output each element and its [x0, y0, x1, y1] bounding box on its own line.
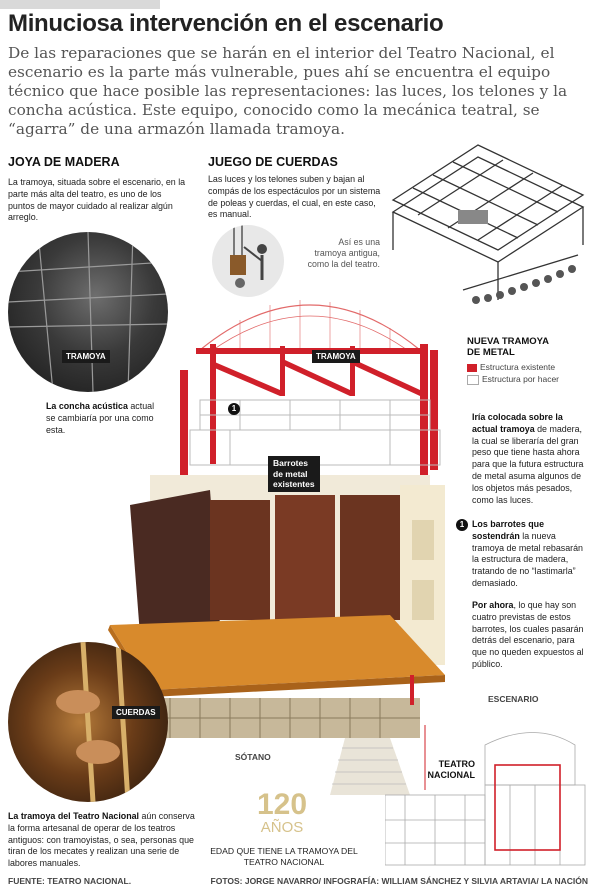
ahora-text: Por ahora, lo que hay son cuatro previst…: [472, 600, 584, 669]
proscenium-ornament: [412, 580, 434, 620]
acoustic-panel: [340, 495, 400, 620]
dome-arch: [199, 304, 421, 351]
white-scaffolding: [189, 399, 441, 466]
photo-hand: [56, 690, 100, 714]
red-steel-frame: [180, 344, 438, 490]
counterweight: [230, 255, 246, 275]
legend: Estructura existente Estructura por hace…: [467, 361, 559, 385]
joya-text: La tramoya, situada sobre el escenario, …: [8, 177, 186, 223]
footer-source: FUENTE: TEATRO NACIONAL.: [8, 876, 132, 886]
sotano-label: SÓTANO: [235, 752, 271, 762]
teatro-label: TEATRO NACIONAL: [427, 759, 476, 780]
proscenium-ornament: [412, 520, 434, 560]
photo-hand: [76, 740, 120, 764]
cuerdas-photo-tag: CUERDAS: [112, 706, 160, 719]
legend-heading: NUEVA TRAMOYA DE METAL: [467, 336, 549, 358]
dome-ribs: [239, 300, 391, 352]
barrotes-note-text: Los barrotes que sostendrán la nueva tra…: [472, 519, 583, 588]
photo-ropes: [80, 642, 131, 802]
stairs: [330, 738, 410, 795]
juego-text: Las luces y los telones suben y bajan al…: [208, 174, 381, 220]
legend-item-to-build: Estructura por hacer: [467, 373, 559, 385]
diagram-tramoya-tag: TRAMOYA: [312, 350, 360, 363]
legend-swatch: [467, 374, 479, 385]
winch-drum: [458, 210, 488, 224]
acoustic-shell-left: [130, 490, 220, 635]
pulleys: [472, 265, 576, 304]
tramoya-photo: [8, 232, 168, 392]
barrotes-label: Barrotes de metal existentes: [268, 456, 320, 492]
acoustic-panel: [275, 495, 335, 620]
stat-value: 120: [256, 788, 308, 821]
footer-credits: FOTOS: JORGE NAVARRO/ INFOGRAFÍA: WILLIA…: [210, 876, 588, 886]
escenario-label: ESCENARIO: [488, 694, 539, 704]
iria-text: Iría colocada sobre la actual tramoya de…: [472, 412, 584, 505]
pulley-illustration: [212, 225, 284, 297]
juego-heading: JUEGO DE CUERDAS: [208, 155, 338, 169]
teatro-facade-sketch: [385, 725, 586, 866]
note-marker-1: 1: [456, 519, 468, 531]
photo-beams: [8, 232, 168, 392]
stage-cutaway-illustration: [108, 300, 445, 795]
cuerdas-photo: [8, 642, 168, 802]
lede-paragraph: De las reparaciones que se harán en el i…: [8, 44, 568, 138]
old-tramoya-caption: Así es una tramoya antigua, como la del …: [307, 237, 380, 269]
joya-heading: JOYA DE MADERA: [8, 155, 120, 169]
tramoya-photo-tag: TRAMOYA: [62, 350, 110, 363]
cuerdas-text: La tramoya del Teatro Nacional aún conse…: [8, 811, 195, 869]
diagram-marker-1: 1: [228, 403, 240, 415]
stat-unit: AÑOS: [260, 819, 304, 836]
stagehand-head: [257, 244, 267, 254]
page-title: Minuciosa intervención en el escenario: [8, 10, 444, 37]
pulley-wheel: [235, 278, 245, 288]
facade-lines: [385, 732, 586, 866]
dome-arch-inner: [209, 315, 411, 353]
concha-text: La concha acústica actual se cambiaría p…: [46, 401, 155, 435]
legend-swatch: [467, 363, 477, 372]
legend-item-existing: Estructura existente: [467, 361, 559, 373]
acoustic-panel: [210, 500, 270, 620]
top-accent-bar: [0, 0, 160, 9]
basement-beams: [150, 698, 420, 738]
stat-caption: EDAD QUE TIENE LA TRAMOYA DEL TEATRO NAC…: [210, 846, 358, 867]
stage-floor: [110, 615, 445, 690]
stage-highlight-box: [494, 764, 561, 851]
old-tramoya-sketch: [391, 144, 585, 304]
